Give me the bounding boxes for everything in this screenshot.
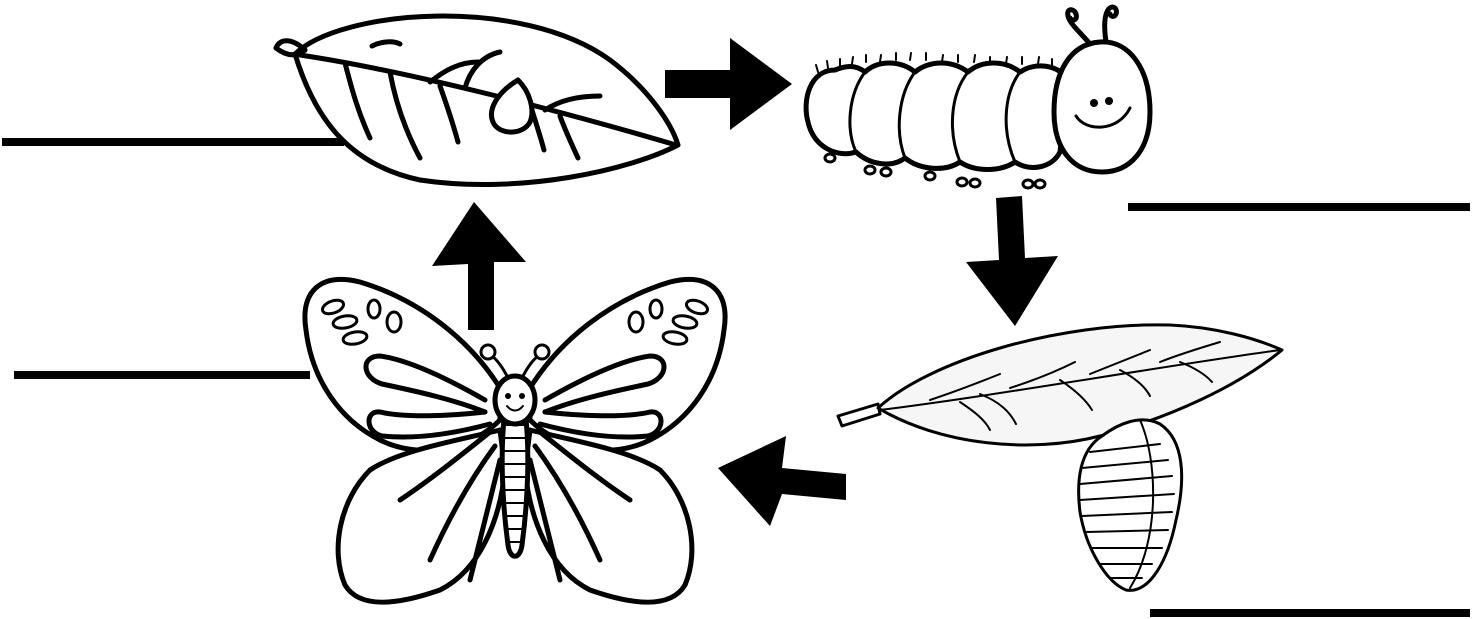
answer-blank-caterpillar[interactable] [1128,203,1470,211]
caterpillar-icon [806,7,1150,188]
arrow-chrysalis-to-butterfly [718,436,846,526]
egg-on-leaf-icon [276,16,678,184]
answer-blank-chrysalis[interactable] [1150,609,1470,617]
chrysalis-icon [838,325,1282,590]
arrow-butterfly-to-egg [432,202,526,330]
butterfly-icon [305,279,725,602]
answer-blank-butterfly[interactable] [14,371,310,379]
answer-blank-egg[interactable] [2,138,344,146]
arrow-caterpillar-to-chrysalis [966,196,1058,326]
arrow-egg-to-caterpillar [665,38,792,130]
